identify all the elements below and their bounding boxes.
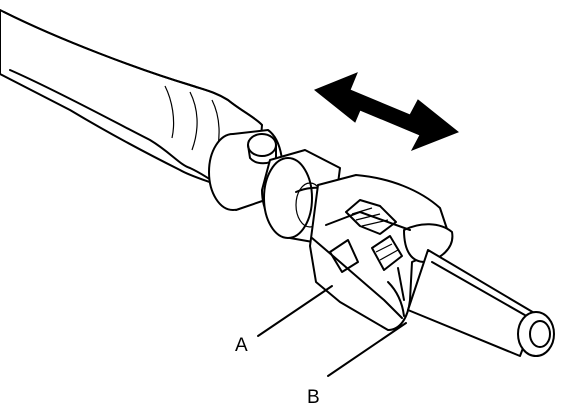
leader-line-a	[257, 285, 333, 337]
leader-line-b	[327, 322, 407, 377]
rigid-pipe	[407, 249, 555, 357]
callout-label-b: B	[307, 387, 320, 408]
double-headed-arrow-icon	[314, 72, 459, 151]
corrugated-hose	[0, 9, 263, 199]
connector-body	[309, 174, 454, 331]
callout-label-a: A	[235, 335, 248, 356]
